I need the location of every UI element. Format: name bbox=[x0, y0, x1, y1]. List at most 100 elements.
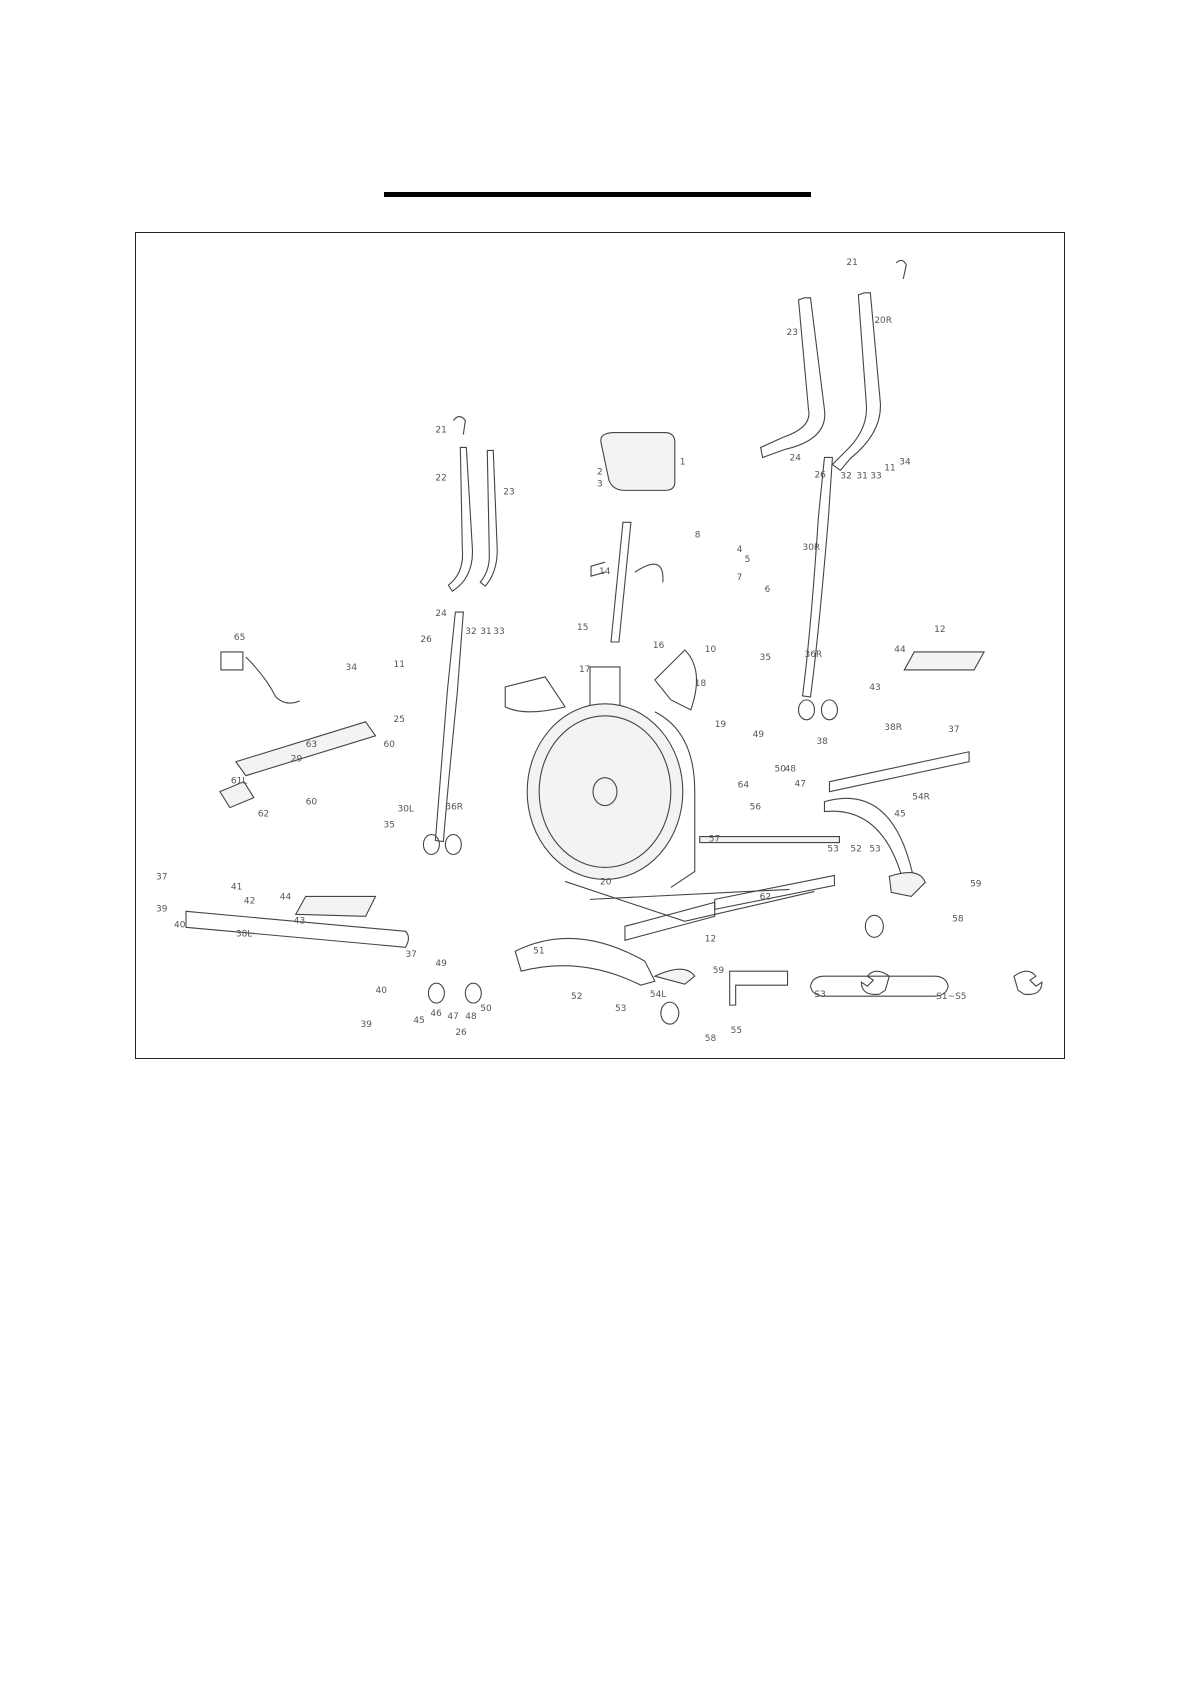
svg-text:31: 31 bbox=[856, 471, 867, 481]
svg-text:56: 56 bbox=[750, 803, 762, 813]
svg-text:36R: 36R bbox=[445, 803, 463, 813]
pedal-arms bbox=[185, 651, 986, 986]
svg-text:24: 24 bbox=[435, 609, 447, 619]
svg-text:19: 19 bbox=[715, 720, 727, 730]
svg-text:20R: 20R bbox=[874, 316, 892, 326]
svg-text:43: 43 bbox=[294, 916, 305, 926]
svg-text:37: 37 bbox=[156, 872, 167, 882]
svg-text:30R: 30R bbox=[803, 543, 821, 553]
svg-text:58: 58 bbox=[705, 1034, 717, 1044]
svg-text:21: 21 bbox=[846, 258, 857, 268]
svg-text:26: 26 bbox=[420, 635, 432, 645]
svg-text:18: 18 bbox=[695, 679, 707, 689]
svg-text:45: 45 bbox=[894, 810, 905, 820]
svg-text:29: 29 bbox=[291, 755, 303, 765]
svg-text:35: 35 bbox=[760, 653, 771, 663]
svg-text:50: 50 bbox=[775, 765, 787, 775]
svg-text:20: 20 bbox=[600, 877, 612, 887]
svg-text:62: 62 bbox=[258, 810, 269, 820]
svg-text:37: 37 bbox=[405, 950, 416, 960]
svg-text:21: 21 bbox=[435, 426, 446, 436]
svg-text:60: 60 bbox=[384, 740, 396, 750]
svg-text:53: 53 bbox=[869, 845, 880, 855]
svg-text:40: 40 bbox=[174, 920, 186, 930]
svg-text:S3: S3 bbox=[814, 990, 825, 1000]
svg-text:S1~S5: S1~S5 bbox=[936, 992, 966, 1002]
svg-text:37: 37 bbox=[948, 725, 959, 735]
svg-text:39: 39 bbox=[156, 904, 168, 914]
svg-text:32: 32 bbox=[465, 627, 476, 637]
svg-text:54L: 54L bbox=[650, 990, 666, 1000]
svg-text:44: 44 bbox=[894, 645, 906, 655]
title-rule bbox=[384, 192, 811, 197]
svg-text:59: 59 bbox=[970, 879, 982, 889]
flywheel-housing bbox=[504, 649, 698, 888]
svg-text:12: 12 bbox=[934, 625, 945, 635]
exploded-parts-diagram: 21 20R 23 24 26 32 31 33 11 34 35 36R 30… bbox=[135, 232, 1065, 1059]
svg-text:17: 17 bbox=[579, 665, 590, 675]
svg-text:10: 10 bbox=[705, 645, 717, 655]
svg-text:26: 26 bbox=[455, 1028, 467, 1038]
svg-text:53: 53 bbox=[827, 845, 838, 855]
svg-text:44: 44 bbox=[280, 892, 292, 902]
svg-text:42: 42 bbox=[244, 896, 255, 906]
svg-text:14: 14 bbox=[599, 567, 611, 577]
svg-text:55: 55 bbox=[731, 1026, 742, 1036]
svg-text:48: 48 bbox=[785, 765, 797, 775]
svg-text:32: 32 bbox=[840, 471, 851, 481]
svg-text:22: 22 bbox=[435, 473, 446, 483]
svg-text:2: 2 bbox=[597, 467, 603, 477]
svg-text:58: 58 bbox=[952, 914, 964, 924]
main-frame bbox=[564, 835, 840, 941]
svg-text:8: 8 bbox=[695, 530, 701, 540]
svg-text:61L: 61L bbox=[231, 777, 247, 787]
part-labels: 21 20R 23 24 26 32 31 33 11 34 35 36R 30… bbox=[156, 258, 982, 1044]
svg-text:53: 53 bbox=[615, 1004, 626, 1014]
svg-text:11: 11 bbox=[394, 660, 405, 670]
svg-text:40: 40 bbox=[376, 986, 388, 996]
svg-text:30L: 30L bbox=[397, 805, 413, 815]
svg-text:63: 63 bbox=[306, 740, 317, 750]
svg-text:25: 25 bbox=[394, 715, 405, 725]
svg-text:51: 51 bbox=[533, 946, 544, 956]
svg-text:11: 11 bbox=[884, 463, 895, 473]
svg-text:65: 65 bbox=[234, 633, 245, 643]
diagram-canvas: 21 20R 23 24 26 32 31 33 11 34 35 36R 30… bbox=[156, 258, 1043, 1044]
svg-text:57: 57 bbox=[709, 835, 720, 845]
svg-text:54R: 54R bbox=[912, 793, 930, 803]
svg-text:39: 39 bbox=[361, 1020, 373, 1030]
svg-text:52: 52 bbox=[571, 992, 582, 1002]
svg-text:48: 48 bbox=[465, 1012, 477, 1022]
svg-text:41: 41 bbox=[231, 882, 242, 892]
left-handlebar bbox=[422, 416, 498, 856]
svg-text:36R: 36R bbox=[805, 650, 823, 660]
svg-text:64: 64 bbox=[738, 781, 750, 791]
svg-text:1: 1 bbox=[680, 457, 686, 467]
svg-text:23: 23 bbox=[503, 487, 514, 497]
svg-text:12: 12 bbox=[705, 934, 716, 944]
svg-text:49: 49 bbox=[435, 959, 447, 969]
svg-text:46: 46 bbox=[430, 1009, 442, 1019]
svg-text:3: 3 bbox=[597, 479, 603, 489]
svg-text:52: 52 bbox=[850, 845, 861, 855]
svg-text:43: 43 bbox=[869, 683, 880, 693]
svg-text:24: 24 bbox=[790, 453, 802, 463]
svg-text:35: 35 bbox=[384, 821, 395, 831]
svg-text:47: 47 bbox=[795, 780, 806, 790]
svg-text:62: 62 bbox=[760, 892, 771, 902]
svg-text:38: 38 bbox=[816, 737, 828, 747]
svg-text:4: 4 bbox=[737, 545, 743, 555]
svg-text:34: 34 bbox=[899, 457, 911, 467]
svg-text:38L: 38L bbox=[236, 929, 252, 939]
svg-text:33: 33 bbox=[493, 627, 504, 637]
svg-text:50: 50 bbox=[480, 1004, 492, 1014]
svg-text:31: 31 bbox=[480, 627, 491, 637]
svg-text:15: 15 bbox=[577, 623, 588, 633]
svg-text:60: 60 bbox=[306, 798, 318, 808]
right-handlebar bbox=[759, 259, 907, 721]
svg-text:7: 7 bbox=[737, 573, 743, 583]
svg-text:5: 5 bbox=[745, 555, 751, 565]
svg-text:38R: 38R bbox=[884, 723, 902, 733]
svg-text:33: 33 bbox=[870, 471, 881, 481]
svg-text:45: 45 bbox=[413, 1016, 424, 1026]
